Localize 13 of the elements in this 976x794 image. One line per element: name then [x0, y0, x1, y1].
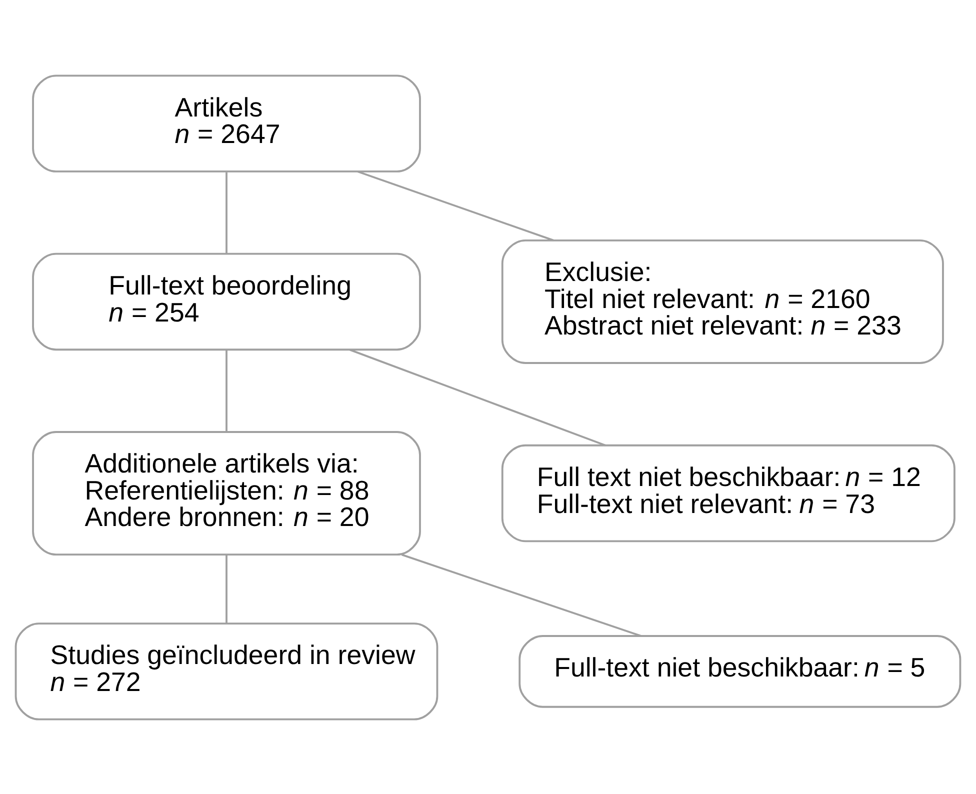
node-box: Studies geïncludeerd in review n = 272 — [14, 622, 438, 720]
connector — [226, 350, 228, 431]
node-box: Artikels n = 2647 — [32, 74, 421, 172]
node-box: Full text niet beschikbaar: n = 12 Full-text niet relevant: n = 73 — [501, 444, 956, 542]
connector — [401, 553, 642, 636]
connector — [226, 172, 228, 254]
connector — [357, 170, 554, 241]
node-box: Full-text beoordeling n = 254 — [32, 252, 421, 350]
node-box: Exclusie: Titel niet relevant: n = 2160 Abstract niet relevant: n = 233 — [501, 238, 944, 364]
connector — [350, 348, 606, 446]
connector — [226, 554, 228, 623]
node-box: Additionele artikels via: Referentielijsten: n = 88 Andere bronnen: n = 20 — [32, 430, 421, 556]
node-box: Full-text niet beschikbaar: n = 5 — [518, 634, 962, 708]
